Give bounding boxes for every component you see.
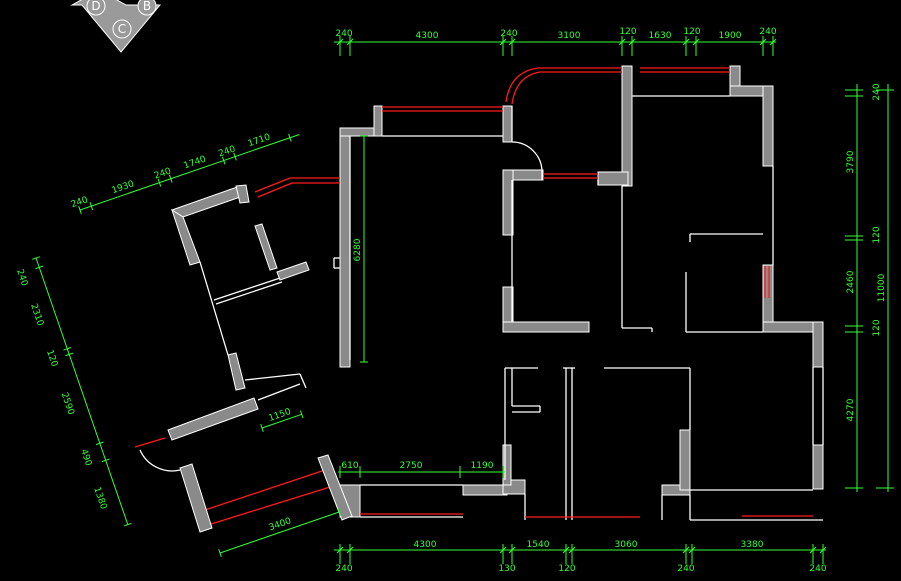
wall-south-d bbox=[502, 444, 512, 486]
wall-n-mid bbox=[502, 105, 513, 143]
compass-circle-b bbox=[137, 0, 157, 16]
wall-south-pier bbox=[679, 429, 691, 491]
main-interior-lines bbox=[333, 95, 824, 521]
compass-label-b: B bbox=[143, 0, 151, 13]
wing-wall-ne bbox=[235, 184, 250, 204]
dim-right: 240 3790 120 2460 120 4270 11000 bbox=[845, 83, 894, 492]
dim-r-0: 240 bbox=[872, 83, 882, 100]
wall-bedroom-west-a bbox=[502, 169, 514, 236]
dim-bl-3: 240 bbox=[677, 564, 694, 574]
dim-wing-inner: 1150 bbox=[260, 407, 304, 432]
wing-wall-sw bbox=[179, 463, 213, 533]
compass-circle-c bbox=[112, 19, 132, 39]
wing-wall-mid bbox=[227, 352, 246, 391]
main-walls bbox=[339, 65, 824, 518]
wall-east-upper bbox=[762, 85, 774, 167]
dim-r-2: 120 bbox=[872, 226, 882, 243]
windows bbox=[134, 67, 813, 526]
dim-top-8: 240 bbox=[759, 27, 776, 37]
wall-center-stub bbox=[597, 171, 629, 186]
wing-wall-north bbox=[170, 185, 244, 218]
dim-top-1: 4300 bbox=[416, 31, 439, 41]
dim-bl-0: 240 bbox=[335, 564, 352, 574]
dim-top-6: 120 bbox=[683, 27, 700, 37]
dim-bm-2: 3060 bbox=[615, 540, 638, 550]
dim-wing-left: 240 2310 120 2590 490 1380 bbox=[14, 256, 132, 527]
dim-wing-bottom: 3400 bbox=[218, 508, 341, 557]
dim-wt-1: 1930 bbox=[111, 179, 136, 196]
compass-label-c: C bbox=[118, 22, 126, 36]
wing-partition-b bbox=[276, 261, 310, 281]
dim-top: 240 4300 240 3100 120 1630 120 1900 240 bbox=[334, 27, 777, 56]
dim-r-total: 11000 bbox=[877, 273, 887, 302]
dim-wt-5: 1710 bbox=[247, 132, 272, 149]
angled-wing bbox=[139, 184, 353, 533]
dim-bm-0: 4300 bbox=[414, 540, 437, 550]
dim-r-4: 120 bbox=[872, 319, 882, 336]
wall-south-a bbox=[462, 484, 508, 496]
dim-wl-1: 2310 bbox=[28, 302, 45, 327]
door-swing-main bbox=[511, 141, 543, 173]
dim-top-7: 1900 bbox=[719, 31, 742, 41]
dim-top-0: 240 bbox=[335, 29, 352, 39]
dim-bu-0: 610 bbox=[341, 461, 358, 471]
dim-bl-2: 120 bbox=[558, 564, 575, 574]
dim-wl-0: 240 bbox=[14, 268, 29, 288]
wall-bedroom-south bbox=[502, 321, 590, 333]
dim-bottom-upper: 610 2750 1190 bbox=[338, 461, 505, 478]
dim-r-5: 4270 bbox=[846, 398, 856, 421]
dim-wing-top: 240 1930 240 1740 240 1710 bbox=[70, 132, 300, 214]
door-swing-wing bbox=[139, 449, 181, 472]
wing-wall-south bbox=[167, 397, 259, 441]
dim-wl-4: 490 bbox=[78, 448, 93, 468]
dim-wl-3: 2590 bbox=[59, 391, 76, 416]
dim-wing-3400: 3400 bbox=[268, 516, 293, 533]
wall-west bbox=[339, 129, 351, 368]
compass-label-d: D bbox=[91, 0, 100, 13]
dim-bm-1: 1540 bbox=[527, 540, 550, 550]
compass-marker: D B C bbox=[70, 0, 162, 53]
wing-wall-se bbox=[317, 454, 353, 521]
wall-nw-jog bbox=[373, 105, 383, 137]
dim-wl-2: 120 bbox=[44, 349, 59, 369]
dim-bm-3: 3380 bbox=[741, 540, 764, 550]
dim-bl-1: 130 bbox=[498, 564, 515, 574]
dim-interior-6280: 6280 bbox=[353, 238, 363, 261]
dim-interior: 6280 bbox=[353, 135, 368, 363]
wall-nw-corner bbox=[339, 127, 375, 137]
dim-top-4: 120 bbox=[619, 27, 636, 37]
wing-partition bbox=[254, 223, 278, 271]
dim-bottom-mid: 4300 1540 3060 3380 240 130 120 240 240 bbox=[334, 540, 827, 574]
dim-wt-3: 1740 bbox=[183, 154, 208, 171]
dim-top-5: 1630 bbox=[649, 31, 672, 41]
dim-r-1: 3790 bbox=[846, 150, 856, 173]
wall-east-lower-a bbox=[812, 321, 824, 368]
dim-bl-4: 240 bbox=[809, 564, 826, 574]
dim-top-3: 3100 bbox=[558, 31, 581, 41]
dim-r-3: 2460 bbox=[846, 270, 856, 293]
dim-bu-2: 1190 bbox=[471, 461, 494, 471]
wall-east-lower-b bbox=[812, 444, 824, 490]
dim-top-2: 240 bbox=[500, 29, 517, 39]
wing-wall-west-a bbox=[171, 208, 201, 266]
dim-wl-5: 1380 bbox=[91, 486, 108, 511]
dim-bu-1: 2750 bbox=[400, 461, 423, 471]
compass-circle-d bbox=[86, 0, 106, 16]
wall-center-north bbox=[621, 65, 633, 187]
